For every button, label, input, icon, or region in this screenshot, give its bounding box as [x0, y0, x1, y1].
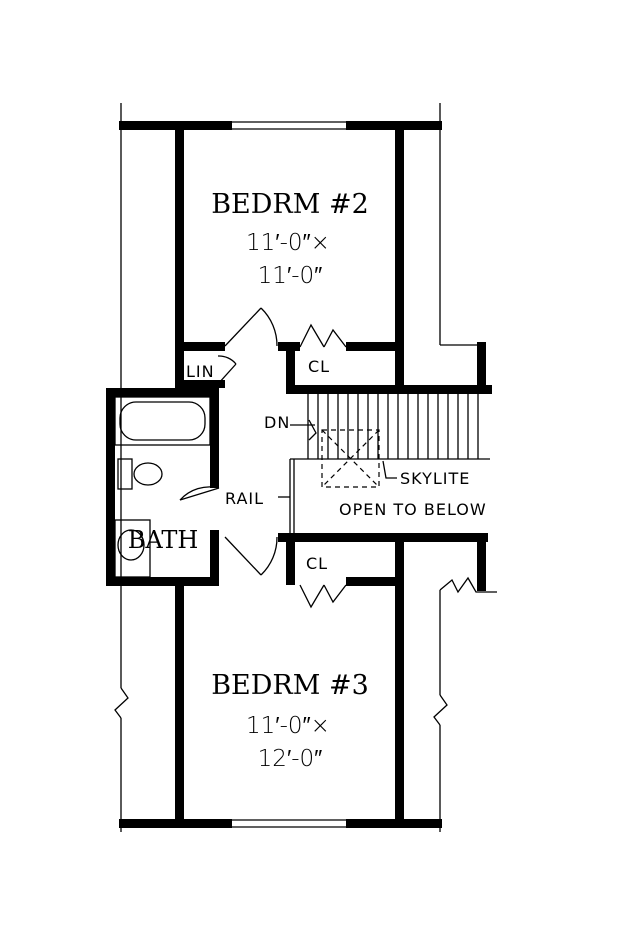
bedroom3-width: 11′-0″×	[246, 713, 330, 739]
rail-label: RAIL	[225, 489, 264, 508]
rail	[278, 459, 295, 533]
bedroom2-name: BEDRM #2	[211, 189, 369, 220]
stairs	[307, 394, 479, 459]
bedroom2-length: 11′-0″	[258, 263, 323, 289]
bathtub	[119, 401, 206, 441]
skylight-icon	[321, 429, 397, 488]
open-below-label: OPEN TO BELOW	[339, 500, 487, 519]
bath-walls	[106, 380, 225, 586]
bath-name: BATH	[128, 526, 199, 554]
vanity	[114, 519, 151, 578]
toilet-tank	[117, 458, 133, 490]
bedroom3-door	[224, 536, 278, 576]
bedroom3-name: BEDRM #3	[211, 670, 369, 701]
bedroom2-width: 11′-0″×	[246, 230, 330, 256]
toilet-bowl	[133, 462, 163, 486]
closet-upper-label: CL	[308, 357, 330, 376]
stair-down-label: DN	[264, 413, 290, 432]
bath-fixtures	[114, 396, 211, 578]
bedroom3-walls	[175, 533, 488, 828]
closet-lower-door	[299, 584, 347, 609]
stair-arrow	[290, 419, 317, 441]
closet-lower-label: CL	[306, 554, 328, 573]
closet-upper-door	[299, 323, 347, 348]
bedroom2-door	[224, 307, 278, 347]
skylight-label: SKYLITE	[400, 469, 470, 488]
bedroom2-walls	[175, 121, 492, 394]
bedroom3-length: 12′-0″	[258, 746, 323, 772]
linen-label: LIN	[186, 362, 215, 381]
sink	[117, 529, 145, 561]
linen-door	[217, 355, 237, 385]
bath-door	[179, 486, 220, 501]
